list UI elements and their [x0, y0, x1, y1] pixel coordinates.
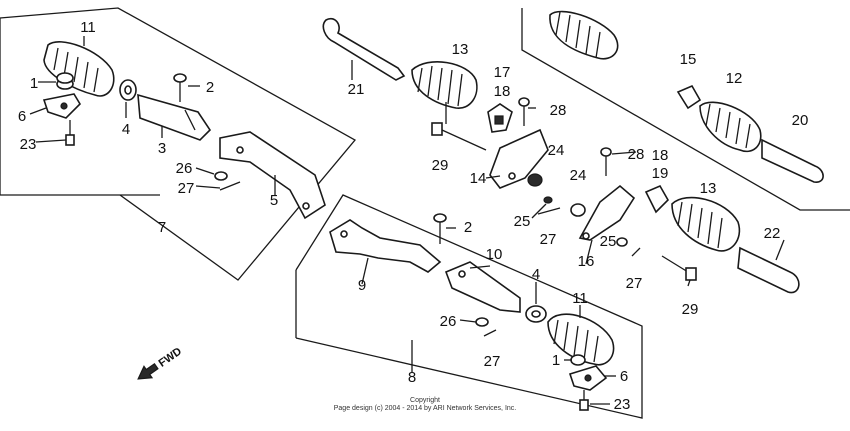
callout-7: 7: [158, 219, 166, 236]
cotter-pin-27-right: [631, 247, 641, 257]
footpeg-pin-21: [322, 17, 406, 81]
callout-28-mid: 28: [628, 146, 645, 163]
group-frame-right: [521, 8, 850, 211]
footpeg-rubber-13-right: [671, 196, 741, 252]
footpeg-rubber-12: [699, 101, 762, 153]
bracket-14: [489, 128, 549, 189]
footpeg-rubber-11-left: [43, 41, 115, 97]
footpeg-shaft-3-left: [137, 93, 212, 141]
callout-23-lower: 23: [614, 396, 631, 413]
callout-16: 16: [578, 253, 595, 270]
callout-25-right: 25: [600, 233, 617, 250]
callout-27-mid: 27: [540, 231, 557, 248]
callout-12: 12: [726, 70, 743, 87]
footpeg-rubber-upper-right: [549, 10, 619, 60]
washer-26-lower: [475, 317, 489, 327]
callout-4-lower: 4: [532, 266, 540, 283]
bolt-2-left: [173, 73, 187, 102]
callout-21: 21: [348, 81, 365, 98]
callout-1-left: 1: [30, 75, 38, 92]
callout-17: 17: [494, 64, 511, 81]
washer-15: [676, 84, 702, 110]
bracket-6-lower: [568, 365, 608, 391]
washer-26-left: [214, 171, 228, 181]
bolt-23-lower: [579, 390, 589, 411]
callout-23-left: 23: [20, 136, 37, 153]
callout-27-left: 27: [178, 180, 195, 197]
washer-25-right: [616, 237, 628, 247]
bolt-2-lower: [433, 213, 447, 244]
plate-17: [487, 103, 513, 133]
callout-20: 20: [792, 112, 809, 129]
callout-13-top: 13: [452, 41, 469, 58]
callout-26-lower: 26: [440, 313, 457, 330]
leader-lines: [29, 36, 785, 405]
footpeg-rubber-13-top: [411, 61, 478, 109]
callout-24-top: 24: [548, 142, 565, 159]
group-frame-lower: [295, 194, 643, 419]
bolt-29-top: [431, 122, 487, 151]
washer-4-lower: [525, 305, 547, 323]
callout-11-lower: 11: [572, 290, 588, 307]
callout-29-right: 29: [682, 301, 699, 318]
plate-19: [644, 184, 669, 214]
callout-15: 15: [680, 51, 697, 68]
callout-9: 9: [358, 277, 366, 294]
callout-1-lower: 1: [552, 352, 560, 369]
callout-2-lower: 2: [464, 219, 472, 236]
callout-24-mid: 24: [570, 167, 587, 184]
callout-2-left: 2: [206, 79, 214, 96]
bolt-29-right: [661, 255, 697, 281]
callout-13-right: 13: [700, 180, 717, 197]
bracket-5: [219, 131, 326, 220]
cotter-pin-27-mid: [537, 207, 561, 215]
nut-24-top: [527, 173, 543, 187]
copyright-text: Page design (c) 2004 - 2014 by ARI Netwo…: [334, 405, 517, 412]
callout-5: 5: [270, 192, 278, 209]
callout-29-top: 29: [432, 157, 449, 174]
fwd-arrow: FWD: [137, 345, 184, 380]
fwd-label: FWD: [157, 345, 184, 369]
callout-26-left: 26: [176, 160, 193, 177]
callout-22: 22: [764, 225, 781, 242]
callout-18-top: 18: [494, 83, 511, 100]
bracket-9: [329, 219, 442, 273]
cotter-pin-27-left: [219, 181, 241, 191]
callout-28-top: 28: [550, 102, 567, 119]
callout-27-lower: 27: [484, 353, 501, 370]
copyright-title: Copyright: [410, 397, 440, 404]
callout-3: 3: [158, 140, 166, 157]
callout-27-right: 27: [626, 275, 643, 292]
nut-24-mid: [570, 203, 586, 217]
callout-11-left: 11: [80, 19, 96, 36]
callout-6-lower: 6: [620, 368, 628, 385]
footpeg-pin-22: [737, 246, 800, 294]
cotter-pin-27-lower: [483, 329, 497, 337]
washer-25-left: [543, 196, 553, 204]
footpeg-pin-20: [761, 138, 824, 183]
footpeg-shaft-10: [444, 261, 521, 313]
spacer-1-lower: [570, 354, 586, 366]
callout-14: 14: [470, 170, 487, 187]
bolt-23-left: [65, 120, 75, 146]
callout-25-left: 25: [514, 213, 531, 230]
bolt-28-top: [518, 97, 530, 126]
bracket-16: [578, 184, 636, 241]
callout-10: 10: [486, 246, 503, 263]
footpeg-rubber-11-lower: [547, 313, 615, 366]
spacer-1-left: [56, 72, 74, 90]
group-frame-left: [0, 7, 357, 281]
bracket-6-left: [42, 93, 82, 119]
callout-18-right: 18: [652, 147, 669, 164]
washer-4-left: [119, 79, 137, 101]
callout-4-left: 4: [122, 121, 130, 138]
callout-6-left: 6: [18, 108, 26, 125]
callout-19: 19: [652, 165, 669, 182]
callout-8: 8: [408, 369, 416, 386]
bolt-28-mid: [600, 147, 612, 176]
